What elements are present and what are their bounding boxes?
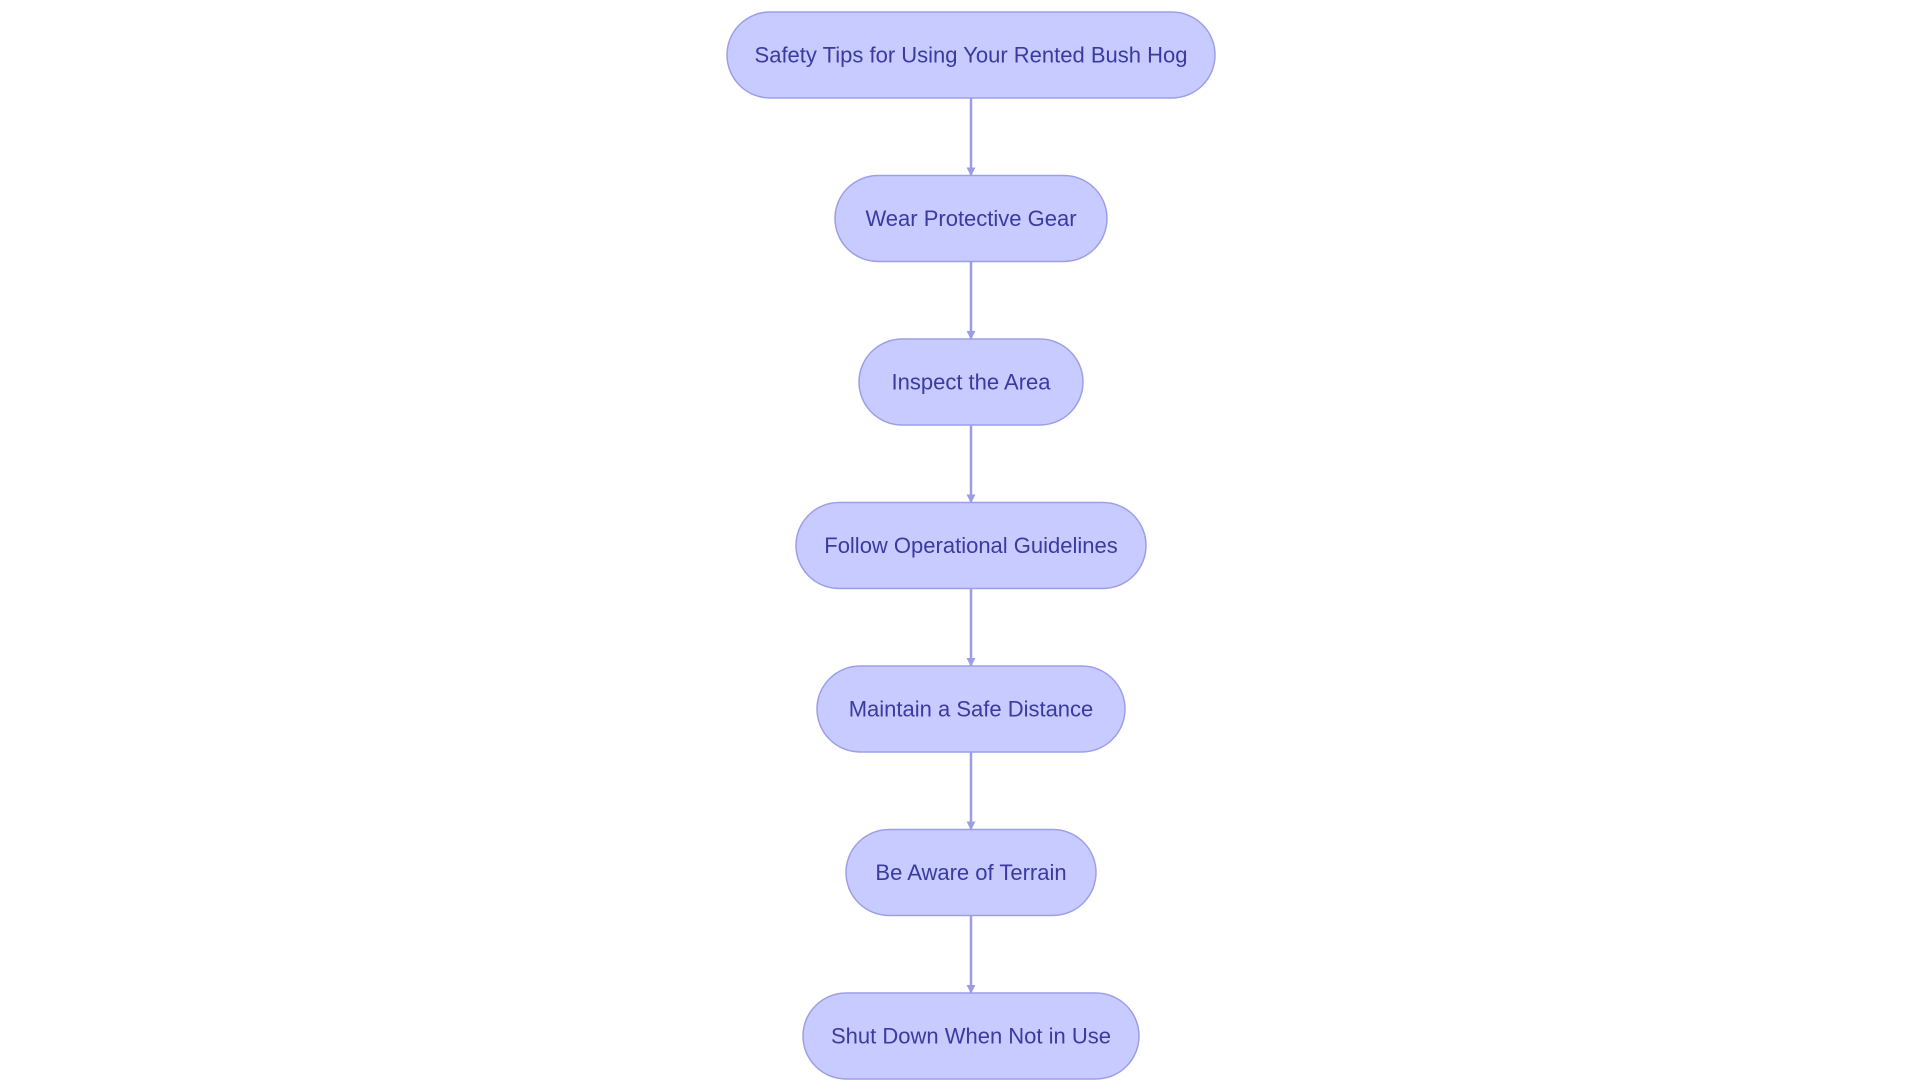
node-label: Inspect the Area	[892, 370, 1052, 395]
node-shape	[802, 992, 1140, 1080]
node-label: Maintain a Safe Distance	[849, 697, 1094, 722]
node-shape	[795, 501, 1147, 590]
flow-node: Be Aware of Terrain	[845, 828, 1097, 917]
node-label: Shut Down When Not in Use	[831, 1024, 1111, 1049]
node-shape	[858, 338, 1084, 426]
node-label: Be Aware of Terrain	[875, 860, 1066, 885]
node-shape	[834, 174, 1108, 263]
node-label: Safety Tips for Using Your Rented Bush H…	[755, 43, 1188, 68]
node-label: Wear Protective Gear	[865, 206, 1076, 231]
node-shape	[845, 828, 1097, 917]
node-shape	[726, 11, 1216, 99]
node-shape	[816, 665, 1126, 753]
flow-node: Shut Down When Not in Use	[802, 992, 1140, 1080]
flow-node: Follow Operational Guidelines	[795, 501, 1147, 590]
node-label: Follow Operational Guidelines	[824, 533, 1118, 558]
flow-node: Inspect the Area	[858, 338, 1084, 426]
nodes-layer: Safety Tips for Using Your Rented Bush H…	[726, 11, 1216, 1080]
flow-node: Safety Tips for Using Your Rented Bush H…	[726, 11, 1216, 99]
flow-node: Maintain a Safe Distance	[816, 665, 1126, 753]
flow-node: Wear Protective Gear	[834, 174, 1108, 263]
